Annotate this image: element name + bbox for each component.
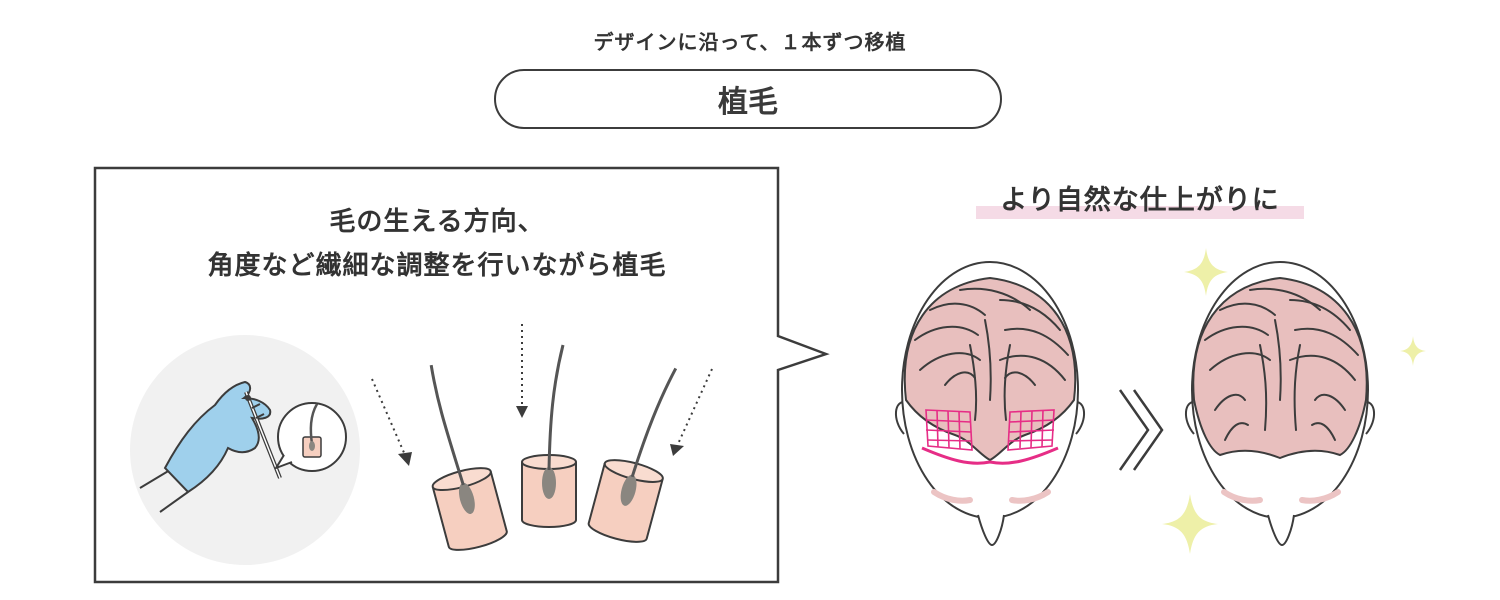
- process-subtitle: デザインに沿って、１本ずつ移植: [593, 30, 907, 54]
- glove-icon: [163, 380, 272, 494]
- arrow-head-center: [516, 406, 528, 418]
- callout-line-2: 角度など繊細な調整を行いながら植毛: [207, 251, 667, 281]
- arrow-head-right: [670, 444, 684, 456]
- sparkle-icon: [1184, 248, 1228, 296]
- step-title-pill: 植毛: [494, 69, 1002, 129]
- callout-text: 毛の生える方向、 角度など繊細な調整を行いながら植毛: [96, 200, 778, 288]
- implanter-pen-icon: [244, 391, 282, 479]
- sparkle-icon: [1162, 494, 1218, 554]
- sparkle-icon: [1400, 336, 1426, 366]
- graft-zoom-bubble: [275, 402, 347, 472]
- result-label-highlight: [976, 206, 1304, 219]
- hair-graft-right: [587, 367, 678, 543]
- hairline-design-grid: [921, 409, 1059, 465]
- callout-line-1: 毛の生える方向、: [329, 207, 545, 237]
- hair-graft-center: [521, 344, 577, 528]
- arrow-head-left: [398, 452, 412, 466]
- hair-graft-left: [429, 364, 508, 551]
- step-title: 植毛: [718, 85, 778, 120]
- result-label: より自然な仕上がりに: [1000, 185, 1280, 216]
- head-before: [895, 261, 1085, 547]
- direction-arrows: [371, 324, 713, 456]
- sparkle-icons: [1162, 248, 1426, 554]
- head-after: [1185, 261, 1375, 547]
- surgeon-hand-illustration: [130, 335, 360, 565]
- double-chevron-icon: [1118, 389, 1164, 471]
